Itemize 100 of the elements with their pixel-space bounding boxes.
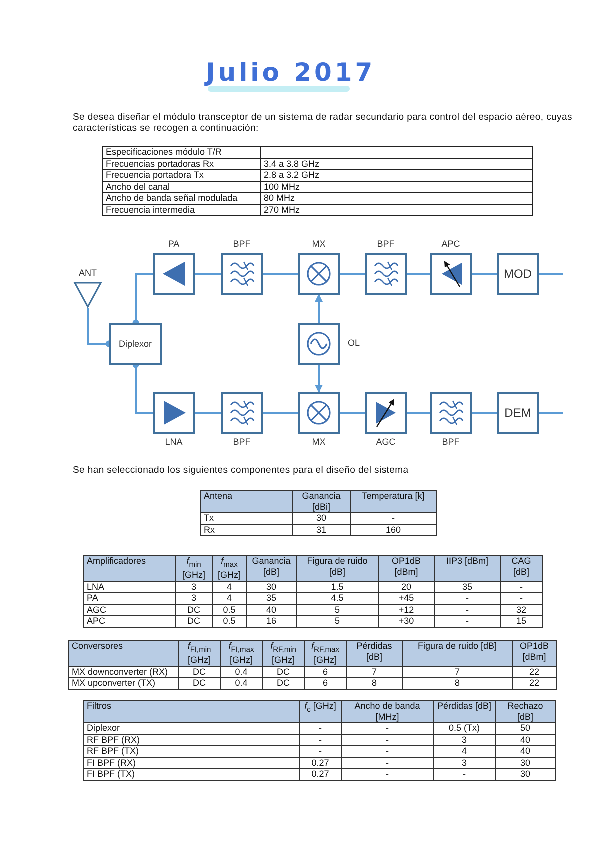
filter-block (221, 253, 263, 295)
table-value: DC (176, 604, 212, 616)
table-value: 50 (496, 722, 556, 734)
table-value: 4 (434, 746, 496, 757)
table-value: 20 (378, 581, 434, 593)
block-label: LNA (164, 437, 184, 447)
table-value: 15 (500, 616, 542, 628)
block-label: BPF (441, 437, 461, 447)
column-header: Pérdidas [dB] (346, 640, 402, 666)
table-value: 3.4 a 3.8 GHz (260, 158, 532, 170)
column-header: Rechazo [dB] (496, 700, 556, 722)
row-label: LNA (84, 581, 176, 593)
table-value: +12 (378, 604, 434, 616)
table-value: 3 (176, 592, 212, 604)
modulator-block (497, 253, 539, 295)
block-label: MX (311, 239, 327, 249)
block-label: BPF (232, 437, 252, 447)
column-header: Figura de ruido [dB] (402, 640, 512, 666)
arrow (315, 294, 323, 323)
column-header: OP1dB [dBm] (512, 640, 556, 666)
arrow (315, 365, 323, 393)
table-value: DC (176, 616, 212, 628)
table-value: 6 (304, 666, 346, 678)
amplifier-block (153, 253, 195, 295)
table-value: - (300, 734, 342, 746)
row-label: Ancho de banda señal modulada (102, 192, 260, 204)
paragraph: Se desea diseñar el módulo transceptor de un sistema de radar secundario para control del espacio aéreo, cuyas características se recogen a continuación: (73, 112, 573, 134)
row-label: MX upconverter (TX) (68, 678, 178, 690)
table-value: - (434, 592, 500, 604)
column-header: f$_{RF,min}$ [GHz] (262, 640, 304, 666)
table-value: 0.27 (300, 768, 342, 780)
table-value: 100 MHz (260, 181, 532, 192)
connector-line (263, 412, 298, 414)
row-label: Rx (200, 524, 292, 536)
column-header: f$_{min}$ [GHz] (176, 556, 212, 582)
column-header: Amplificadores (84, 556, 176, 582)
column-header: Pérdidas [dB] (434, 700, 496, 722)
row-label: Frecuencias portadoras Rx (102, 158, 260, 170)
column-header: Ancho de banda [MHz] (342, 700, 434, 722)
mixer-block (298, 392, 340, 434)
table-value: 3 (434, 734, 496, 746)
row-label: RF BPF (RX) (84, 734, 300, 746)
block-label: Diplexor (118, 339, 152, 349)
table-value: 6 (304, 678, 346, 690)
table-value: - (342, 768, 434, 780)
table-value: 5 (296, 604, 378, 616)
oscillator-block (298, 323, 340, 365)
amplifier-block (430, 253, 472, 295)
table-value: - (342, 746, 434, 757)
table-value: - (350, 512, 436, 524)
table-value: 270 MHz (260, 204, 532, 216)
row-label: Ancho del canal (102, 181, 260, 192)
table-value: 30 (496, 768, 556, 780)
column-header: f$_{max}$ [GHz] (212, 556, 246, 582)
table-value: 30 (496, 757, 556, 768)
table-value: - (500, 592, 542, 604)
row-label: RF BPF (TX) (84, 746, 300, 757)
connector-line (195, 273, 221, 275)
connector-line (407, 273, 430, 275)
row-label: FI BPF (RX) (84, 757, 300, 768)
block-label: BPF (376, 239, 396, 249)
table-value: 4.5 (296, 592, 378, 604)
mixer-block (298, 253, 340, 295)
table-value: 4 (212, 592, 246, 604)
column-header: IIP3 [dBm] (434, 556, 500, 582)
table-value: DC (262, 666, 304, 678)
amplifier-block (365, 392, 407, 434)
table-value: 4 (212, 581, 246, 593)
block-label: OL (348, 338, 360, 348)
table-value: 0.5 (212, 616, 246, 628)
paragraph: Se han seleccionado los siguientes componentes para el diseño del sistema (73, 465, 410, 476)
row-label: APC (84, 616, 176, 628)
column-header: Ganancia [dB] (246, 556, 296, 582)
demodulator-block (497, 392, 539, 434)
table-value: 0.27 (300, 757, 342, 768)
table-value: 35 (246, 592, 296, 604)
diplexer-block (109, 323, 162, 365)
table-value: 32 (500, 604, 542, 616)
column-header: Antena (200, 490, 292, 512)
table-value: 0.5 (Tx) (434, 722, 496, 734)
table-value: DC (178, 666, 220, 678)
block-label: ANT (78, 268, 98, 278)
row-label: Tx (200, 512, 292, 524)
table-value: - (434, 616, 500, 628)
connector-line (472, 273, 497, 275)
table-value: +45 (378, 592, 434, 604)
table-value: 3 (176, 581, 212, 593)
table-value: 40 (246, 604, 296, 616)
connector-line (539, 273, 563, 275)
column-header: CAG [dB] (500, 556, 542, 582)
block-label: APC (440, 239, 462, 249)
connector-line (340, 412, 365, 414)
connector-line (263, 273, 298, 275)
table-value: +30 (378, 616, 434, 628)
column-header: Filtros (84, 700, 300, 722)
block-label: MOD (504, 267, 532, 281)
connector-line (407, 412, 430, 414)
table-value: 16 (246, 616, 296, 628)
table-value: - (342, 757, 434, 768)
connector-line (539, 412, 563, 414)
